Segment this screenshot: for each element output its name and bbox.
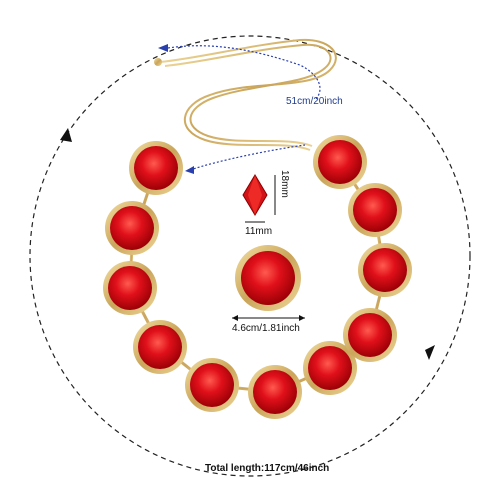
medallion	[313, 135, 367, 189]
medallion	[129, 141, 183, 195]
medallion	[248, 365, 302, 419]
medallion	[343, 308, 397, 362]
stone-diagram	[242, 174, 276, 223]
medallion	[358, 243, 412, 297]
extension-length-label: 51cm/20inch	[286, 96, 343, 107]
circle-arrow-right-icon	[425, 345, 435, 360]
stone-height-label: 18mm	[279, 170, 290, 198]
arrow-head-top-icon	[158, 44, 168, 52]
circle-arrow-left-icon	[60, 128, 72, 142]
extension-measure-arrows	[167, 45, 321, 171]
medallion	[348, 183, 402, 237]
medallion	[303, 341, 357, 395]
medallion-list	[103, 135, 412, 419]
medallion	[103, 261, 157, 315]
chain-end-ball	[154, 58, 162, 66]
total-length-label: Total length:117cm/46inch	[205, 463, 330, 474]
stone-width-label: 11mm	[245, 226, 273, 237]
medallion	[105, 201, 159, 255]
medallion-diameter-label: 4.6cm/1.81inch	[232, 323, 300, 334]
length-indicator-circle	[29, 35, 471, 477]
center-medallion	[235, 245, 301, 311]
medallion	[133, 320, 187, 374]
medallion	[185, 358, 239, 412]
arrow-head-bottom-icon	[185, 166, 194, 174]
extension-chain	[159, 38, 337, 151]
